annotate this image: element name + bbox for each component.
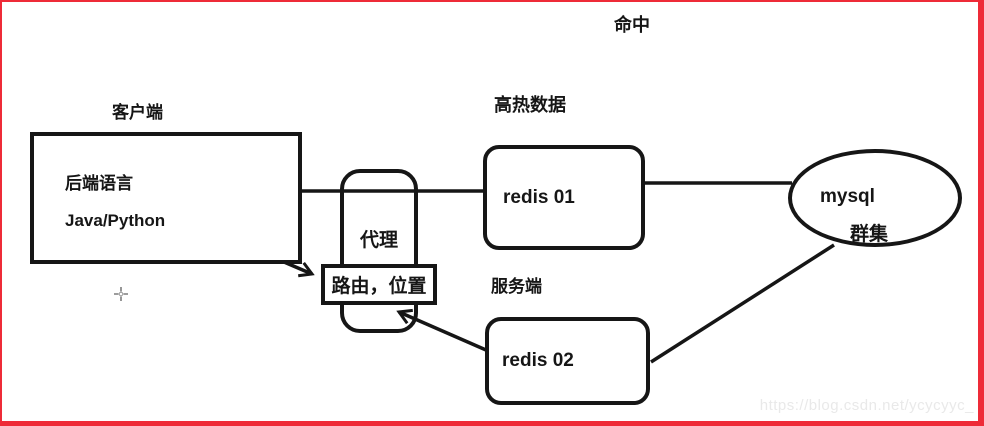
redis02-box[interactable]: redis 02 — [485, 317, 650, 405]
client-box-line2: Java/Python — [65, 211, 166, 230]
mysql-ellipse[interactable]: mysql 群集 — [788, 149, 962, 247]
crosshair-cursor-icon — [114, 287, 128, 301]
label-hot-data: 高热数据 — [494, 95, 566, 115]
label-hit: 命中 — [614, 15, 650, 35]
route-box[interactable]: 路由，位置 — [321, 264, 437, 305]
line-mysql-to-redis02 — [650, 243, 835, 364]
mysql-label: mysql — [820, 186, 875, 207]
watermark: https://blog.csdn.net/ycycyyc_ — [759, 397, 974, 414]
client-box[interactable]: 后端语言 Java/Python — [30, 132, 302, 264]
route-label: 路由，位置 — [331, 276, 427, 297]
proxy-label: 代理 — [359, 230, 398, 251]
redis01-label: redis 01 — [503, 186, 575, 208]
redis01-box[interactable]: redis 01 — [483, 145, 645, 250]
mysql-cluster-label: 群集 — [850, 224, 889, 245]
label-client: 客户端 — [112, 103, 163, 122]
redis02-label: redis 02 — [502, 350, 574, 371]
client-box-line1: 后端语言 — [65, 174, 133, 193]
proxy-box[interactable]: 代理 — [340, 169, 418, 333]
label-server-side: 服务端 — [491, 277, 542, 296]
